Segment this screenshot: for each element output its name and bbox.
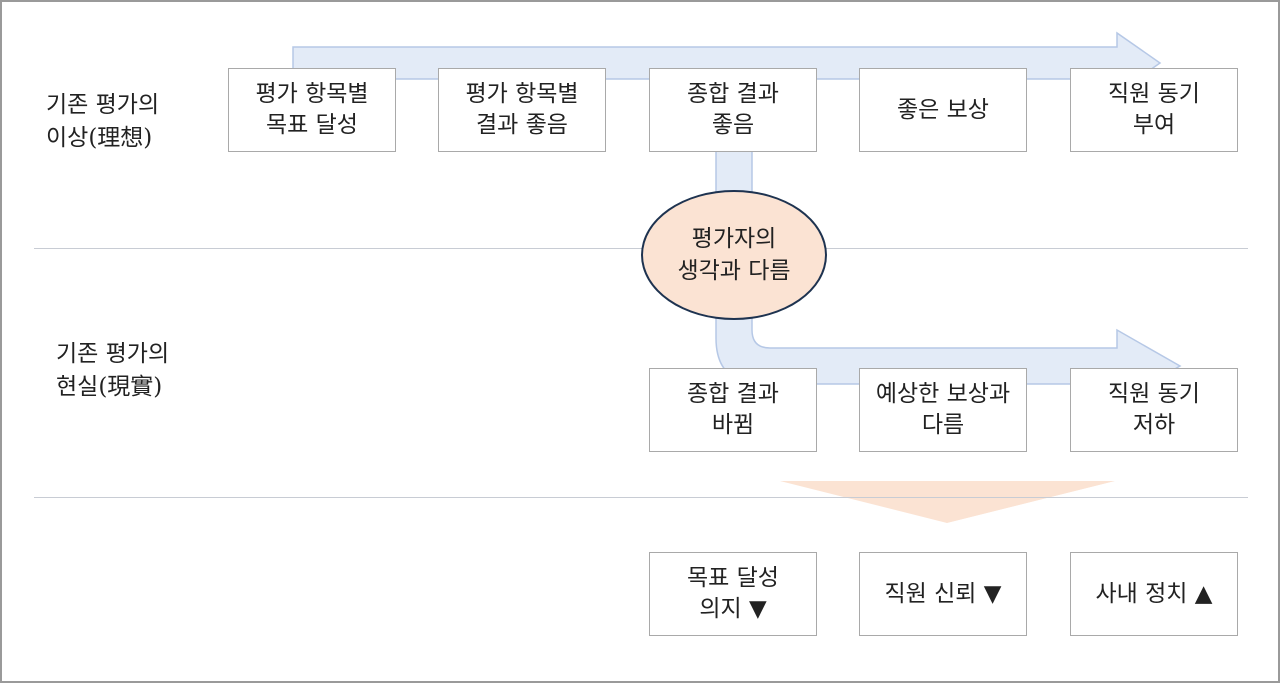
box-text-line: 종합 결과 [687, 381, 779, 407]
ideal-box-2: 평가 항목별 결과 좋음 [438, 68, 606, 152]
box-text-line: 결과 좋음 [476, 112, 568, 138]
outcome-box-3: 사내 정치 ▲ [1070, 552, 1238, 636]
box-text-line: 좋음 [711, 112, 755, 138]
ellipse-text-line: 생각과 다름 [677, 258, 791, 284]
box-text-line: 사내 정치 ▲ [1095, 580, 1213, 607]
reality-label-line-2: 현실(現實) [56, 374, 163, 400]
box-text-line: 바뀜 [711, 412, 755, 438]
ideal-box-1: 평가 항목별 목표 달성 [228, 68, 396, 152]
outcome-box-2: 직원 신뢰 ▼ [859, 552, 1027, 636]
reality-row-label: 기존 평가의 현실(現實) [56, 338, 169, 404]
box-text-line: 목표 달성 [266, 112, 358, 138]
box-text-line: 부여 [1132, 112, 1176, 138]
divider-2 [34, 497, 1248, 498]
box-text-line: 좋은 보상 [897, 96, 989, 123]
box-text-line: 저하 [1132, 412, 1176, 438]
box-text-line: 평가 항목별 [465, 81, 579, 107]
box-text-line: 목표 달성 [687, 565, 779, 591]
outcome-box-1: 목표 달성 의지 ▼ [649, 552, 817, 636]
box-text-line: 직원 신뢰 ▼ [884, 580, 1002, 607]
ideal-label-line-1: 기존 평가의 [46, 92, 160, 118]
ideal-box-3: 종합 결과 좋음 [649, 68, 817, 152]
ideal-box-4: 좋은 보상 [859, 68, 1027, 152]
reality-label-line-1: 기존 평가의 [56, 341, 170, 367]
box-text-line: 다름 [921, 412, 965, 438]
reality-box-2: 예상한 보상과 다름 [859, 368, 1027, 452]
ideal-row-label: 기존 평가의 이상(理想) [46, 89, 159, 155]
box-text-line: 예상한 보상과 [875, 381, 1011, 407]
box-text-line: 직원 동기 [1108, 381, 1200, 407]
outcome-triangle [780, 481, 1115, 523]
box-text-line: 종합 결과 [687, 81, 779, 107]
box-text-line: 평가 항목별 [255, 81, 369, 107]
ellipse-text-line: 평가자의 [691, 226, 777, 252]
reality-box-3: 직원 동기 저하 [1070, 368, 1238, 452]
reality-box-1: 종합 결과 바뀜 [649, 368, 817, 452]
ideal-box-5: 직원 동기 부여 [1070, 68, 1238, 152]
box-text-line: 의지 ▼ [699, 596, 767, 622]
ideal-label-line-2: 이상(理想) [46, 125, 153, 151]
evaluator-difference-ellipse: 평가자의 생각과 다름 [641, 190, 827, 320]
box-text-line: 직원 동기 [1108, 81, 1200, 107]
